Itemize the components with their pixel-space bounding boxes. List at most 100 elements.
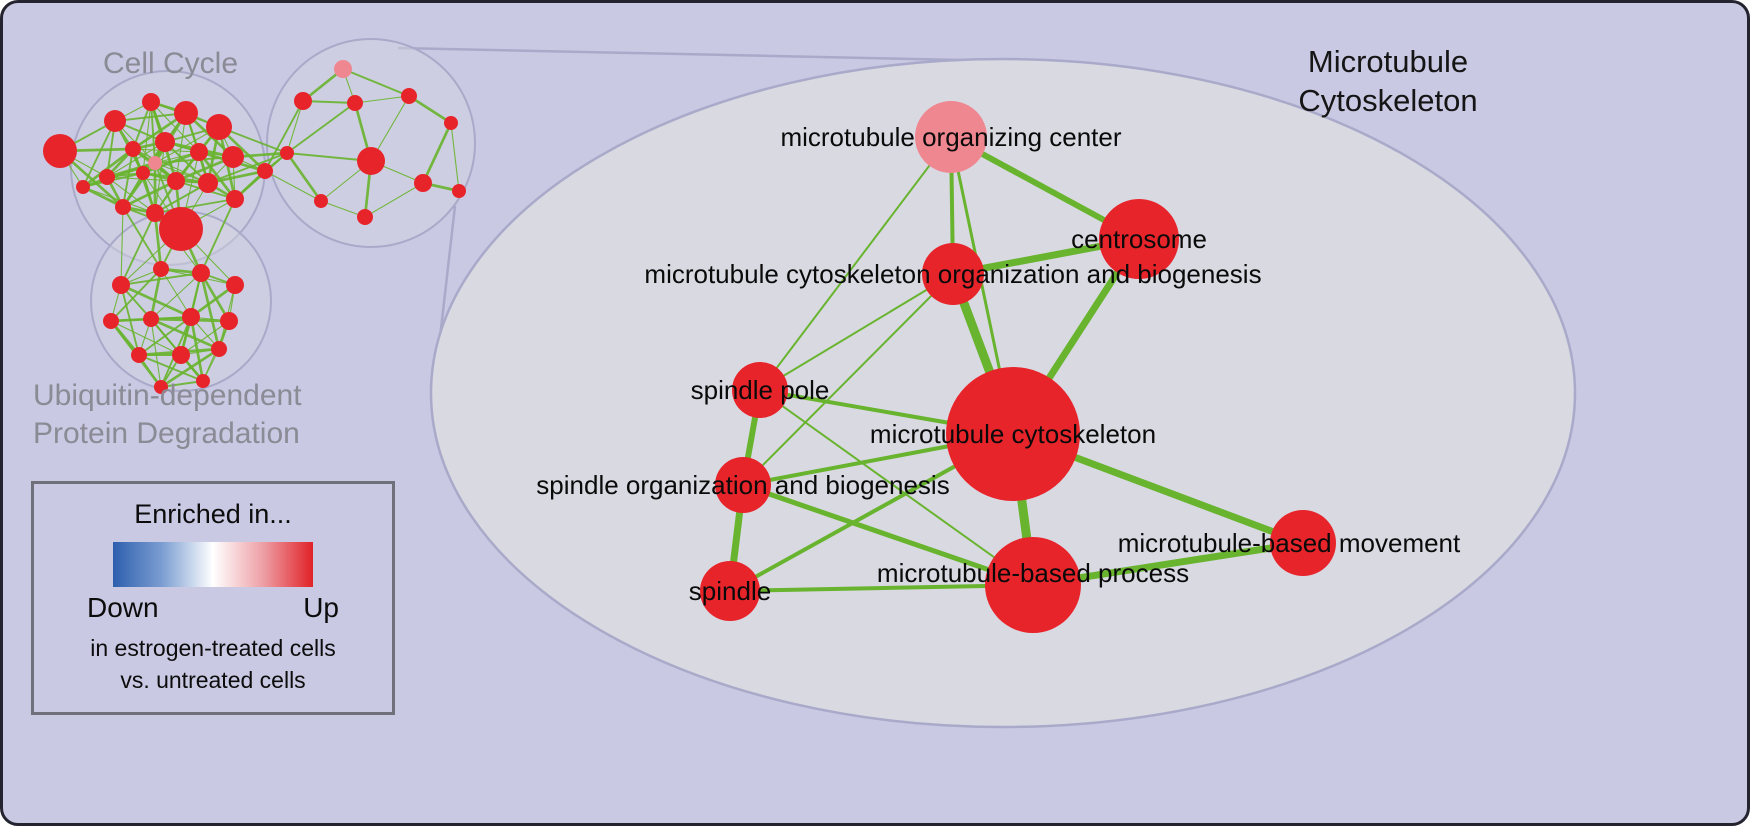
overview-node-39 [131,347,147,363]
overview-node-5 [125,141,141,157]
node-label-centrosome: centrosome [1071,224,1207,254]
node-label-mc: microtubule cytoskeleton [870,419,1156,449]
overview-node-22 [347,95,363,111]
overview-node-27 [452,184,466,198]
overview-edge [122,206,162,270]
overview-edge [207,152,288,184]
overview-node-31 [112,276,130,294]
node-mc [946,367,1080,501]
overview-edge [421,122,453,184]
legend-down-label: Down [87,592,159,623]
overview-edge [190,283,236,319]
overview-edge [122,179,177,209]
cluster-label-cell-cycle: Cell Cycle [103,47,239,80]
legend-box: Enriched in... Down Up in estrogen-treat… [31,481,395,715]
legend-caption-line2: vs. untreated cells [120,667,306,694]
node-mco [922,243,984,305]
cluster-label-ubiquitin: Ubiquitin-dependent Protein Degradation [33,377,302,452]
overview-edge [364,182,424,218]
overview-node-40 [172,346,190,364]
overview-node-35 [103,313,119,329]
overview-edge [160,347,220,389]
overview-node-43 [196,374,210,388]
overview-node-18 [76,180,90,194]
overview-edge [110,320,182,356]
overview-edge [122,162,156,208]
overview-edge [286,102,356,154]
overview-node-32 [153,261,169,277]
node-moc [915,101,987,173]
node-label-mbp: microtubule-based process [877,558,1189,588]
cluster-label-ubiquitin-line2: Protein Degradation [33,416,300,450]
overview-node-33 [192,264,210,282]
overview-edge [160,268,192,318]
node-sob [715,457,771,513]
overview-node-28 [357,209,373,225]
cluster-label-microtubule-cytoskeleton: Microtubule Cytoskeleton [1248,43,1528,121]
node-mbm [1270,510,1336,576]
overview-edge [150,101,156,164]
edge-moc-spindle_pole [759,136,952,391]
overview-node-25 [357,147,385,175]
overview-edge [286,100,304,154]
cluster-label-ubiquitin-line1: Ubiquitin-dependent [33,379,302,412]
legend-caption: in estrogen-treated cells vs. untreated … [34,632,392,696]
overview-node-36 [143,311,159,327]
node-spindle [700,561,760,621]
overview-node-2 [142,93,160,111]
overview-node-42 [154,380,168,394]
node-label-moc: microtubule organizing center [780,122,1121,152]
overview-node-8 [222,146,244,168]
overview-edge [160,380,204,388]
overview-edge [82,120,116,188]
overview-edge [180,320,230,356]
edge-spindle-mbp [728,583,1035,593]
overview-edge [408,94,452,125]
overview-node-3 [174,101,198,125]
overview-node-20 [334,60,352,78]
overview-edge [82,147,134,189]
overview-node-16 [226,190,244,208]
overview-edge [264,170,322,202]
overview-edge [110,268,162,322]
overview-node-24 [444,116,458,130]
overview-node-15 [146,204,164,222]
overview-edge [138,354,204,382]
overview-edge [149,268,163,320]
overview-node-29 [314,194,328,208]
node-label-spindle: spindle [689,576,771,606]
overview-node-1 [104,110,126,132]
node-spindle_pole [732,362,788,418]
overview-node-23 [401,88,417,104]
overview-edge [132,148,209,184]
overview-node-0 [43,134,77,168]
edge-mco-spindle_pole [759,273,954,391]
overview-edge [286,152,372,162]
overview-node-19 [257,163,273,179]
overview-edge [199,272,221,350]
overview-edge [82,186,156,214]
legend-up-label: Up [303,592,339,623]
node-label-sob: spindle organization and biogenesis [536,470,949,500]
microtubule-title-line1: Microtubule [1307,44,1469,79]
overview-node-6 [155,132,175,152]
overview-node-12 [167,172,185,190]
overview-edge [450,122,460,192]
zoom-wedge-line [397,46,1009,63]
overview-edge [354,95,410,104]
edge-mco-sob [742,273,954,486]
overview-edge [264,100,304,172]
overview-edge [189,316,205,382]
overview-edge [199,272,231,322]
legend-title: Enriched in... [134,499,292,529]
overview-edge [150,317,220,351]
overview-node-30 [280,146,294,160]
overview-edge [142,101,152,174]
overview-node-11 [148,156,162,170]
overview-edge [120,212,156,286]
overview-node-38 [220,312,238,330]
overview-edge [120,283,192,319]
node-centrosome [1099,199,1179,279]
node-mbp [985,537,1081,633]
